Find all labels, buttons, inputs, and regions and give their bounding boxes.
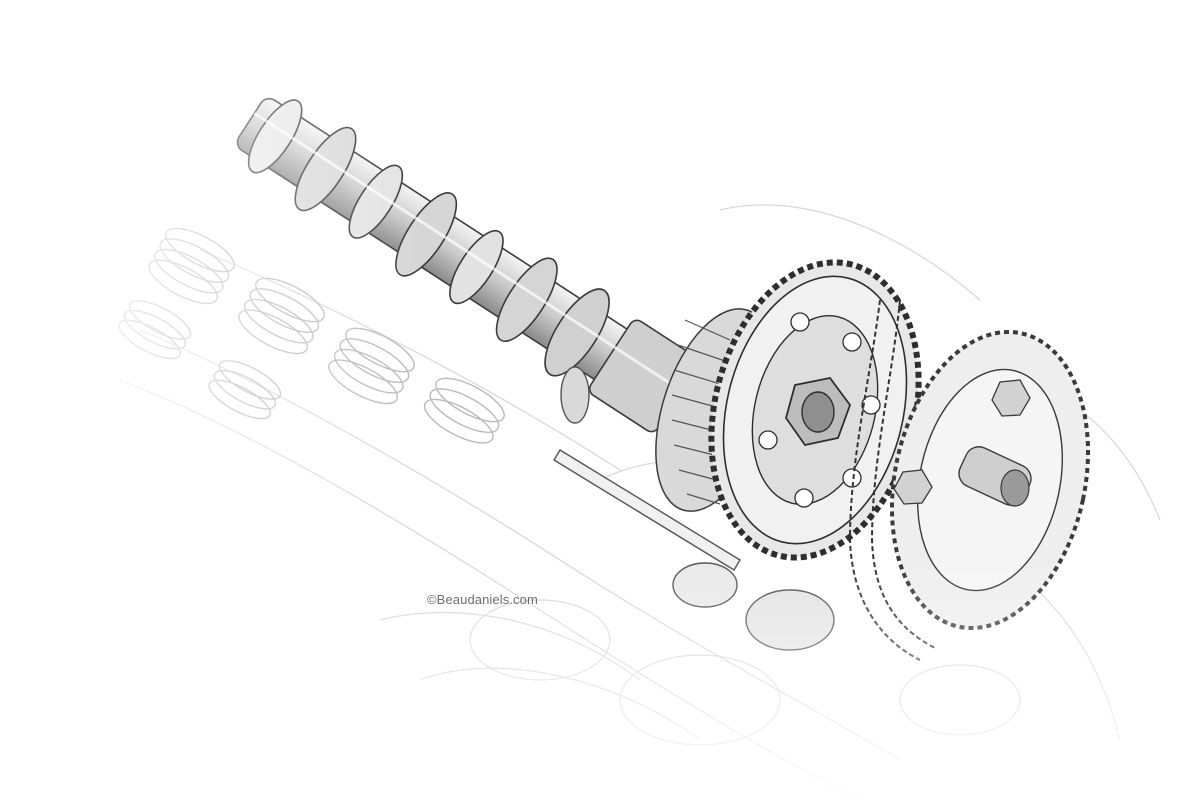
copyright-watermark: ©Beaudaniels.com bbox=[427, 592, 538, 607]
